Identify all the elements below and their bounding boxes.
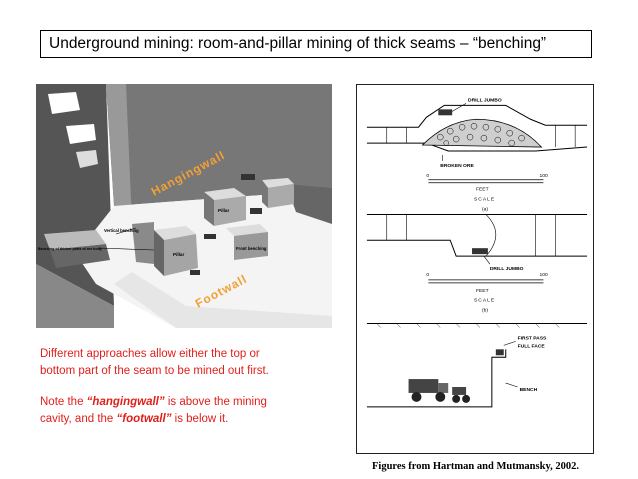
note-line-3-pre: Note the — [40, 396, 87, 408]
slide-title: Underground mining: room-and-pillar mini… — [40, 30, 592, 58]
note-line-1: Different approaches allow either the to… — [40, 348, 260, 360]
panel-b-label: (b) — [482, 308, 488, 314]
panel-b: DRILL JUMBO 0 100 FEET SCALE (b) — [366, 213, 588, 314]
panel-a: DRILL JUMBO BROKEN ORE 0 100 FEET SCALE … — [366, 97, 588, 212]
scale-b-hundred: 100 — [539, 272, 547, 278]
note-line-4: cavity, and the “footwall” is below it. — [40, 411, 267, 428]
benching-block-diagram: Vertical benching Pillar Pillar Front be… — [36, 84, 332, 328]
label-first-pass: FIRST PASS — [518, 335, 547, 341]
note-approaches: Different approaches allow either the to… — [40, 346, 269, 380]
benching-cross-sections: DRILL JUMBO BROKEN ORE 0 100 FEET SCALE … — [356, 84, 594, 454]
panel-a-label: (a) — [482, 206, 488, 212]
label-thicker-parts: Benching of thicker parts of ore body — [38, 247, 102, 251]
note-line-4-pre: cavity, and the — [40, 413, 117, 425]
label-broken-ore: BROKEN ORE — [440, 163, 474, 169]
note-footwall-term: “footwall” — [116, 413, 172, 425]
note-line-4-post: is below it. — [171, 413, 229, 425]
label-full-face: FULL FACE — [518, 343, 546, 349]
note-hangingwall-term: “hangingwall” — [86, 396, 165, 408]
scale-a-feet: FEET — [476, 187, 489, 193]
label-pillar-top: Pillar — [218, 208, 229, 213]
label-vertical-benching: Vertical benching — [104, 228, 139, 233]
note-line-2: bottom part of the seam to be mined out … — [40, 365, 269, 377]
scale-b-word: SCALE — [474, 298, 495, 304]
scale-a-word: SCALE — [474, 197, 495, 203]
note-line-3: Note the “hangingwall” is above the mini… — [40, 394, 267, 411]
note-line-3-post: is above the mining — [164, 396, 267, 408]
figure-caption: Figures from Hartman and Mutmansky, 2002… — [372, 461, 579, 472]
note-walls: Note the “hangingwall” is above the mini… — [40, 394, 267, 428]
scale-b-feet: FEET — [476, 288, 489, 294]
scale-b-zero: 0 — [426, 272, 429, 278]
scale-a-zero: 0 — [426, 173, 429, 179]
label-bench: BENCH — [520, 387, 538, 393]
label-drill-jumbo-a: DRILL JUMBO — [468, 97, 502, 103]
label-pillar-front: Pillar — [173, 252, 184, 257]
label-drill-jumbo-b: DRILL JUMBO — [490, 266, 524, 272]
label-front-benching: Front benching — [236, 246, 267, 251]
scale-a-hundred: 100 — [539, 173, 547, 179]
panel-c: FIRST PASS FULL FACE BENCH — [366, 323, 588, 408]
